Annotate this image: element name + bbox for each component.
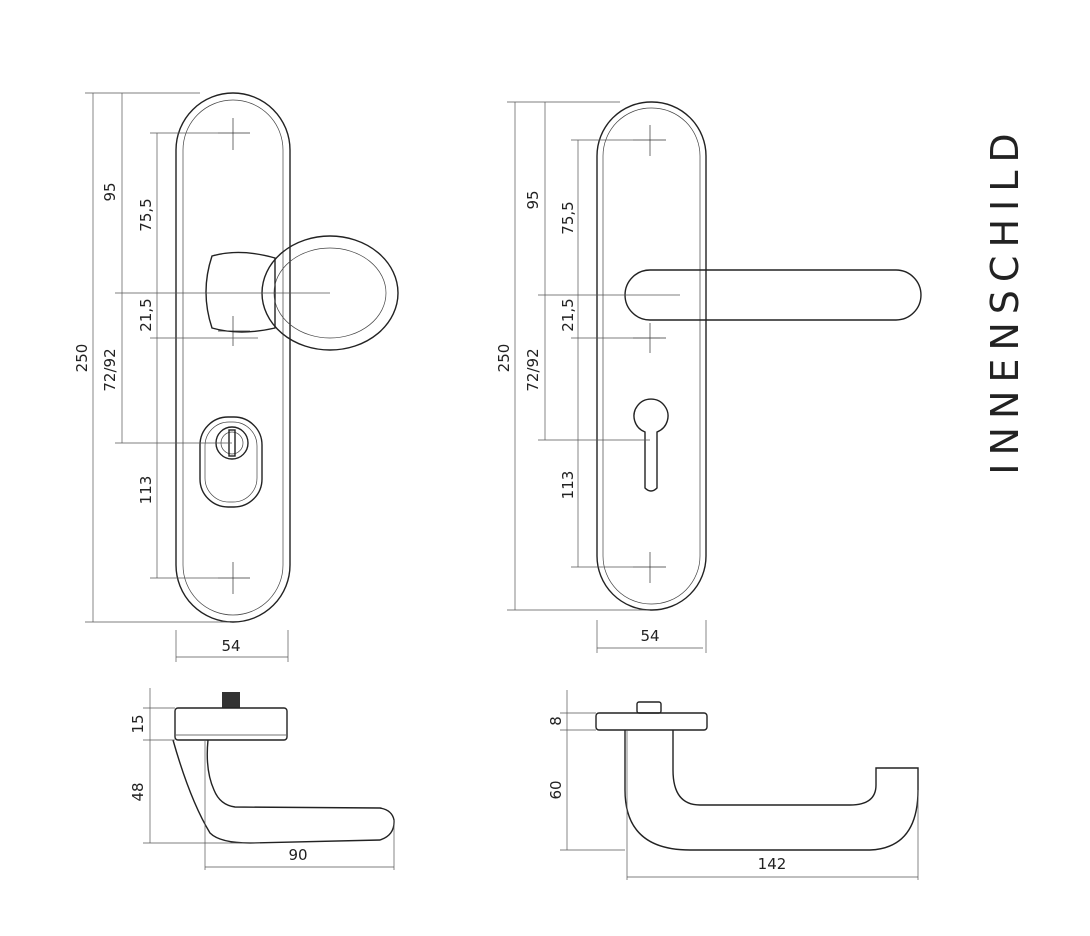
keyhole-icon — [633, 398, 669, 492]
screw-marks — [218, 118, 250, 594]
backplate-outline — [596, 101, 707, 611]
lever-side-view: 8 60 142 — [547, 690, 919, 880]
dim-projection: 48 — [129, 782, 147, 801]
dim-screw-spacing: 113 — [559, 471, 577, 500]
drawing-title: INNENSCHILD — [983, 125, 1027, 474]
dim-screw-to-spindle: 75,5 — [137, 198, 155, 231]
dim-projection: 60 — [547, 780, 565, 799]
dim-spindle-offset: 21,5 — [137, 298, 155, 331]
spindle-icon — [222, 692, 240, 708]
backplate-inner — [182, 99, 284, 616]
backplate-inner — [602, 107, 701, 605]
dim-width: 54 — [640, 627, 659, 645]
dim-rose-depth: 15 — [129, 714, 147, 733]
dim-spindle-to-cylinder: 72/92 — [524, 348, 542, 391]
dim-rose-depth: 8 — [547, 716, 565, 726]
dim-height: 250 — [495, 344, 513, 373]
dim-height: 250 — [73, 344, 91, 373]
rose-outline — [595, 712, 708, 731]
dim-to-spindle: 95 — [101, 182, 119, 201]
rose-outline — [174, 707, 288, 741]
escutcheon-icon — [199, 416, 263, 508]
dim-to-spindle: 95 — [524, 190, 542, 209]
dim-width: 54 — [221, 637, 240, 655]
dimension-lines — [143, 688, 395, 870]
dim-screw-to-spindle: 75,5 — [559, 201, 577, 234]
lever-profile — [624, 730, 919, 851]
dim-length: 90 — [288, 846, 307, 864]
dimension-lines — [85, 92, 330, 662]
dim-spindle-to-cylinder: 72/92 — [101, 348, 119, 391]
knob-profile — [172, 739, 395, 844]
dimension-lines — [560, 690, 919, 880]
dimension-lines — [507, 101, 707, 653]
spindle-cap-icon — [636, 701, 662, 714]
dim-spindle-offset: 21,5 — [559, 298, 577, 331]
screw-marks — [633, 125, 666, 583]
lever-front-view: 250 95 72/92 75,5 21,5 113 54 — [495, 101, 922, 653]
backplate-outline — [175, 92, 291, 623]
knob-side-view: 15 48 90 — [129, 688, 395, 870]
lever-handle-icon — [624, 269, 922, 321]
dim-length: 142 — [758, 855, 787, 873]
knob-front-view: 250 95 72/92 75,5 21,5 113 54 — [73, 92, 399, 662]
dim-screw-spacing: 113 — [137, 476, 155, 505]
